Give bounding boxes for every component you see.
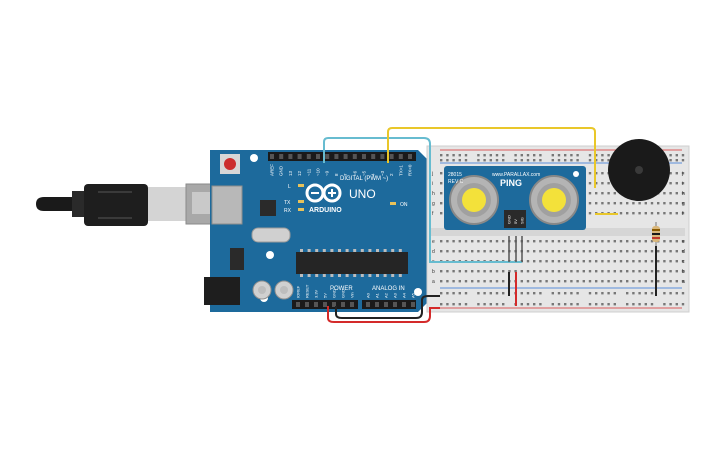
power-pin-label: GND [341,289,346,298]
analog-pin-label: A1 [375,292,380,298]
row-letter: a [432,279,435,285]
row-letter: i [682,181,683,187]
sensor-pin-label: 5V [513,219,518,224]
led-rx-label: RX [284,208,292,214]
arduino-brand: ARDUINO [309,207,342,214]
row-letter: h [432,191,435,197]
sensor-model-line2: REV C [448,179,464,185]
row-letter: e [682,239,685,245]
sensor-pin-label: GND [507,215,512,224]
analog-header-label: ANALOG IN [372,286,405,292]
piezo-buzzer[interactable] [608,139,670,201]
power-pin-label: RESET [305,284,310,298]
arduino-logo-icon [305,183,342,203]
led-tx-label: TX [284,200,291,206]
digital-pin-label: 8 [334,173,339,176]
sensor-brand: www.PARALLAX.com [492,172,540,178]
wires [323,127,657,323]
power-pin-label: Vin [350,292,355,298]
digital-pin-label: ~5 [362,170,367,176]
digital-pin-label: GND [279,165,284,176]
sensor-pin-label: SIG [520,217,525,224]
analog-pin-label: A0 [366,292,371,298]
power-header-label: POWER [330,286,353,292]
wire-black-gnd[interactable] [335,295,440,319]
row-letter: f [682,211,684,217]
digital-pin-label: 12 [297,170,302,176]
sensor-name: PING [500,178,522,188]
digital-pin-label: RX<0 [408,164,413,176]
arduino-model: UNO [349,187,376,201]
digital-pin-labels: AREF GND 13 12 ~11 ~10 ~9 8 7 ~6 ~5 4 ~3 2 TX>1 RX<0 [270,164,413,176]
led-l-label: L [288,184,291,190]
digital-pin-label: ~9 [325,170,330,176]
power-pin-label: 5V [323,293,328,298]
power-pin-header[interactable] [292,300,358,309]
row-letter: d [432,249,435,255]
digital-pin-label: ~6 [352,170,357,176]
power-pin-label: GND [332,289,337,298]
wire-cyan[interactable] [323,137,522,263]
row-letter: e [432,239,435,245]
digital-pin-label: 4 [371,173,376,176]
row-letter: j [681,171,683,177]
analog-pin-labels: A0 A1 A2 A3 A4 A5 [366,292,416,298]
digital-pin-label: 2 [389,173,394,176]
resistor-icon[interactable] [652,222,660,246]
analog-pin-label: A2 [384,292,389,298]
digital-pin-label: 13 [288,170,293,176]
microcontroller-chip [296,252,408,274]
wire-red-5v[interactable] [327,306,440,323]
row-letter: a [682,279,685,285]
digital-pin-header[interactable] [268,152,416,161]
digital-pin-label: TX>1 [398,165,403,176]
analog-pin-label: A5 [411,292,416,298]
row-letter: d [682,249,685,255]
row-letter: b [682,269,685,275]
row-letter: c [682,259,685,265]
row-letter: h [682,191,685,197]
sensor-model-line1: 28015 [448,172,462,178]
power-pin-label: IOREF [296,285,301,298]
analog-pin-header[interactable] [362,300,416,309]
on-led-label: ON [400,202,408,208]
row-letter: g [682,201,685,207]
power-pin-labels: IOREF RESET 3.3V 5V GND GND Vin [296,284,355,298]
row-letter: g [432,201,435,207]
analog-pin-label: A4 [402,292,407,298]
digital-pin-label: ~3 [380,170,385,176]
digital-pin-label: AREF [270,164,275,176]
analog-pin-label: A3 [393,292,398,298]
digital-pin-label: ~11 [306,168,311,176]
row-letter: j [431,171,433,177]
arduino-uno-board[interactable]: AREF GND 13 12 ~11 ~10 ~9 8 7 ~6 ~5 4 ~3 2 TX>1 RX<0 IO… [204,150,430,312]
wire-yellow[interactable] [387,127,596,188]
digital-pin-label: 7 [343,173,348,176]
digital-header-label: DIGITAL (PWM ~) [340,176,388,182]
digital-pin-label: ~10 [316,168,321,176]
power-pin-label: 3.3V [314,289,319,298]
row-letter: f [432,211,434,217]
row-letter: b [432,269,435,275]
reset-button-icon[interactable] [220,154,240,174]
row-letter: i [432,181,433,187]
